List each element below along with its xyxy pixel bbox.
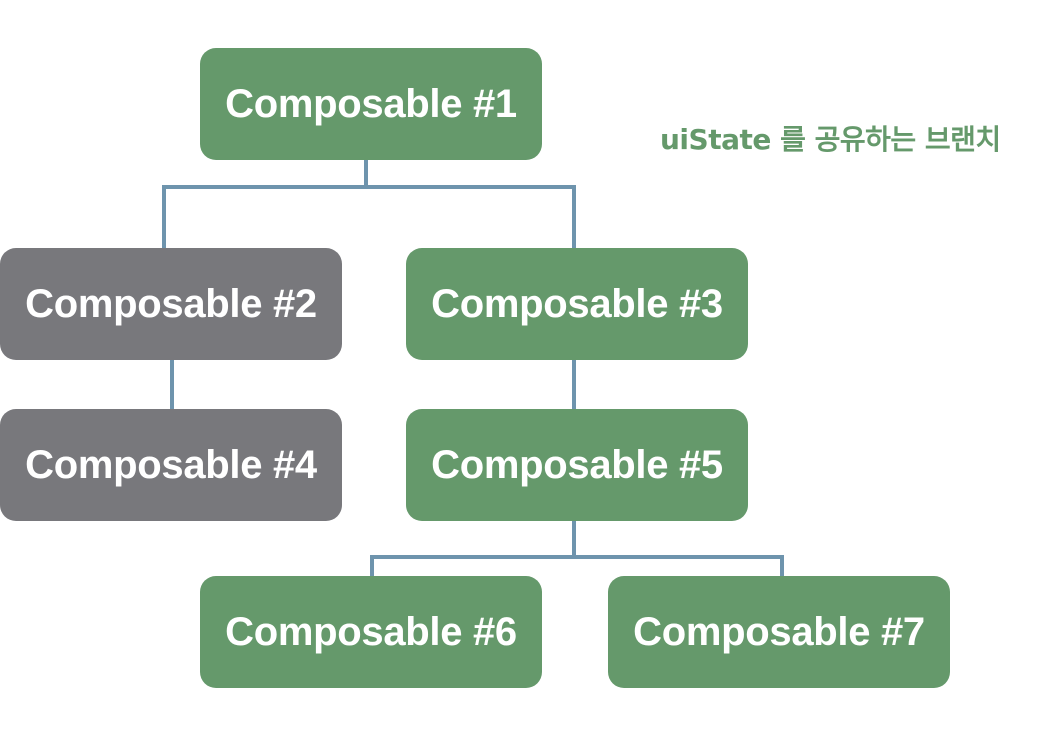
composable-node-7: Composable #7	[608, 576, 950, 688]
edge-n5-n7	[572, 521, 784, 576]
composable-node-1: Composable #1	[200, 48, 542, 160]
edge-n1-n3	[364, 160, 576, 248]
edge-n5-n6	[370, 521, 576, 576]
composable-node-6: Composable #6	[200, 576, 542, 688]
composable-node-5: Composable #5	[406, 409, 748, 521]
edge-n1-n2	[162, 160, 368, 248]
composable-node-2: Composable #2	[0, 248, 342, 360]
composable-node-4: Composable #4	[0, 409, 342, 521]
composable-node-3: Composable #3	[406, 248, 748, 360]
branch-legend-label: uiState 를 공유하는 브랜치	[660, 123, 1001, 156]
